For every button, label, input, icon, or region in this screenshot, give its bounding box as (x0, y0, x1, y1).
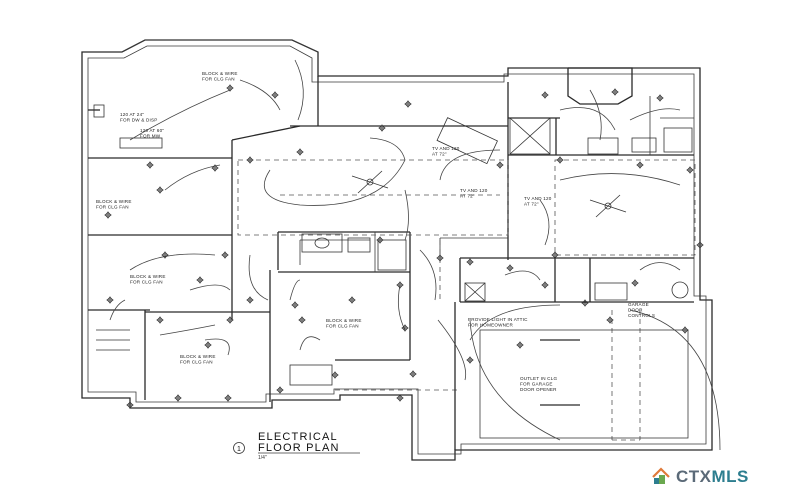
ceiling-lines (237, 159, 696, 441)
light-fixture-symbol (298, 316, 306, 324)
light-symbols (104, 84, 704, 409)
house-icon (652, 467, 670, 484)
fixtures (93, 104, 693, 386)
light-fixture-symbol (516, 341, 524, 349)
light-fixture-symbol (126, 401, 134, 409)
light-fixture-symbol (104, 211, 112, 219)
light-fixture-symbol (226, 84, 234, 92)
light-fixture-symbol (156, 316, 164, 324)
light-fixture-symbol (204, 341, 212, 349)
ceiling-fan-living (351, 170, 389, 194)
note-vanity-a: 120 AT 24"FOR DW & DISP (120, 112, 158, 123)
light-fixture-symbol (404, 100, 412, 108)
garage (454, 302, 689, 450)
light-fixture-symbol (296, 148, 304, 156)
light-fixture-symbol (161, 251, 169, 259)
light-fixture-symbol (376, 236, 384, 244)
light-fixture-symbol (581, 299, 589, 307)
wiring-arcs (109, 59, 721, 451)
light-fixture-symbol (378, 124, 386, 132)
light-fixture-symbol (409, 370, 417, 378)
light-fixture-symbol (396, 394, 404, 402)
light-fixture-symbol (436, 254, 444, 262)
light-fixture-symbol (466, 258, 474, 266)
light-fixture-symbol (611, 88, 619, 96)
light-fixture-symbol (466, 356, 474, 364)
light-fixture-symbol (246, 296, 254, 304)
light-fixture-symbol (224, 394, 232, 402)
light-fixture-symbol (686, 166, 694, 174)
light-fixture-symbol (276, 386, 284, 394)
logo-text: CTXMLS (676, 467, 749, 487)
light-fixture-symbol (221, 251, 229, 259)
light-fixture-symbol (348, 296, 356, 304)
light-fixture-symbol (246, 156, 254, 164)
title-block: 1 ELECTRICAL FLOOR PLAN 1/4" (233, 431, 360, 461)
light-fixture-symbol (401, 324, 409, 332)
light-fixture-symbol (556, 156, 564, 164)
exterior-walls (81, 39, 713, 461)
light-fixture-symbol (551, 251, 559, 259)
detail-marker (233, 442, 245, 454)
light-fixture-symbol (541, 281, 549, 289)
light-fixture-symbol (696, 241, 704, 249)
light-fixture-symbol (146, 161, 154, 169)
light-fixture-symbol (656, 94, 664, 102)
plan-title-line2: FLOOR PLAN (258, 442, 340, 454)
light-fixture-symbol (636, 161, 644, 169)
light-fixture-symbol (606, 316, 614, 324)
ctxmls-logo: CTXMLS (650, 466, 749, 488)
note-vanity-b: 120 AT 60"FOR MW (140, 128, 164, 139)
light-fixture-symbol (396, 281, 404, 289)
light-fixture-symbol (174, 394, 182, 402)
light-fixture-symbol (226, 316, 234, 324)
light-fixture-symbol (156, 186, 164, 194)
light-fixture-symbol (211, 164, 219, 172)
logo-brand-right: MLS (711, 467, 749, 486)
light-fixture-symbol (681, 326, 689, 334)
light-fixture-symbol (496, 161, 504, 169)
light-fixture-symbol (506, 264, 514, 272)
interior-walls (88, 76, 694, 402)
plan-title-line1: ELECTRICAL (258, 431, 338, 443)
light-fixture-symbol (291, 301, 299, 309)
light-fixture-symbol (271, 91, 279, 99)
light-fixture-symbol (106, 296, 114, 304)
light-fixture-symbol (331, 371, 339, 379)
detail-number: 1 (237, 446, 241, 453)
ceiling-fan-right (589, 194, 627, 218)
logo-brand-left: CTX (676, 467, 712, 486)
plan-scale: 1/4" (258, 455, 267, 461)
light-fixture-symbol (541, 91, 549, 99)
light-fixture-symbol (196, 276, 204, 284)
light-fixture-symbol (631, 279, 639, 287)
